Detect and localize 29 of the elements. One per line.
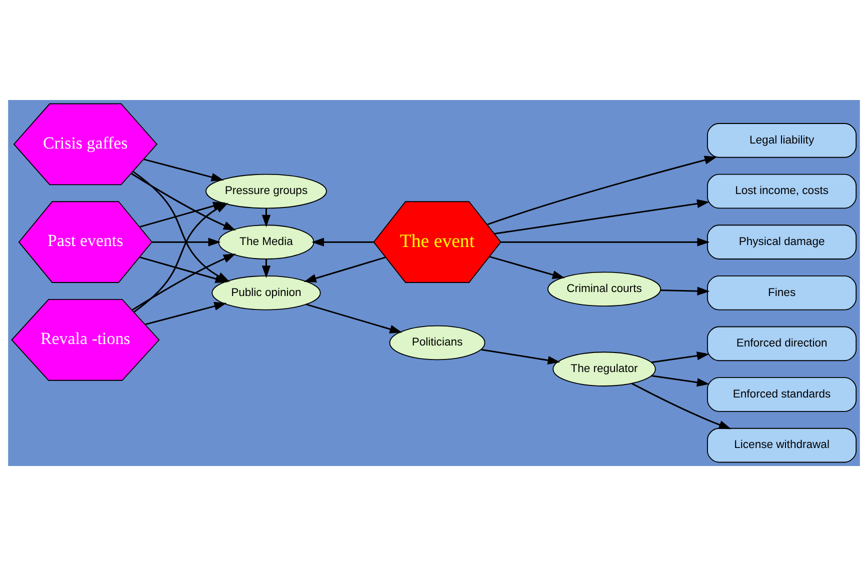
arrow: [481, 348, 560, 364]
node-box: Enforced standards: [707, 376, 857, 412]
arrow: [262, 258, 271, 278]
node-box: Lost income, costs: [707, 173, 857, 208]
node-box: Legal liability: [707, 122, 857, 158]
arrow: [501, 237, 710, 246]
arrow: [144, 158, 224, 181]
arrow: [132, 253, 236, 310]
arrow: [660, 286, 710, 295]
arrow: [130, 172, 236, 230]
arrow: [631, 382, 732, 429]
node-box: Enforced direction: [707, 326, 857, 361]
arrow: [306, 303, 402, 333]
arrow: [139, 256, 228, 283]
node-box: Physical damage: [707, 224, 857, 259]
node-box: Fines: [707, 274, 857, 310]
arrow: [489, 255, 565, 278]
node-ellipse: The Media: [218, 224, 314, 259]
arrow: [651, 351, 710, 363]
arrow: [312, 237, 374, 246]
arrow: [651, 374, 710, 386]
arrow: [304, 256, 386, 282]
arrow: [262, 208, 271, 227]
node-box: License withdrawal: [707, 427, 857, 462]
arrow: [145, 301, 227, 325]
arrow: [494, 198, 710, 234]
node-ellipse: The regulator: [552, 351, 656, 386]
arrow: [152, 237, 221, 246]
arrow: [486, 155, 718, 225]
